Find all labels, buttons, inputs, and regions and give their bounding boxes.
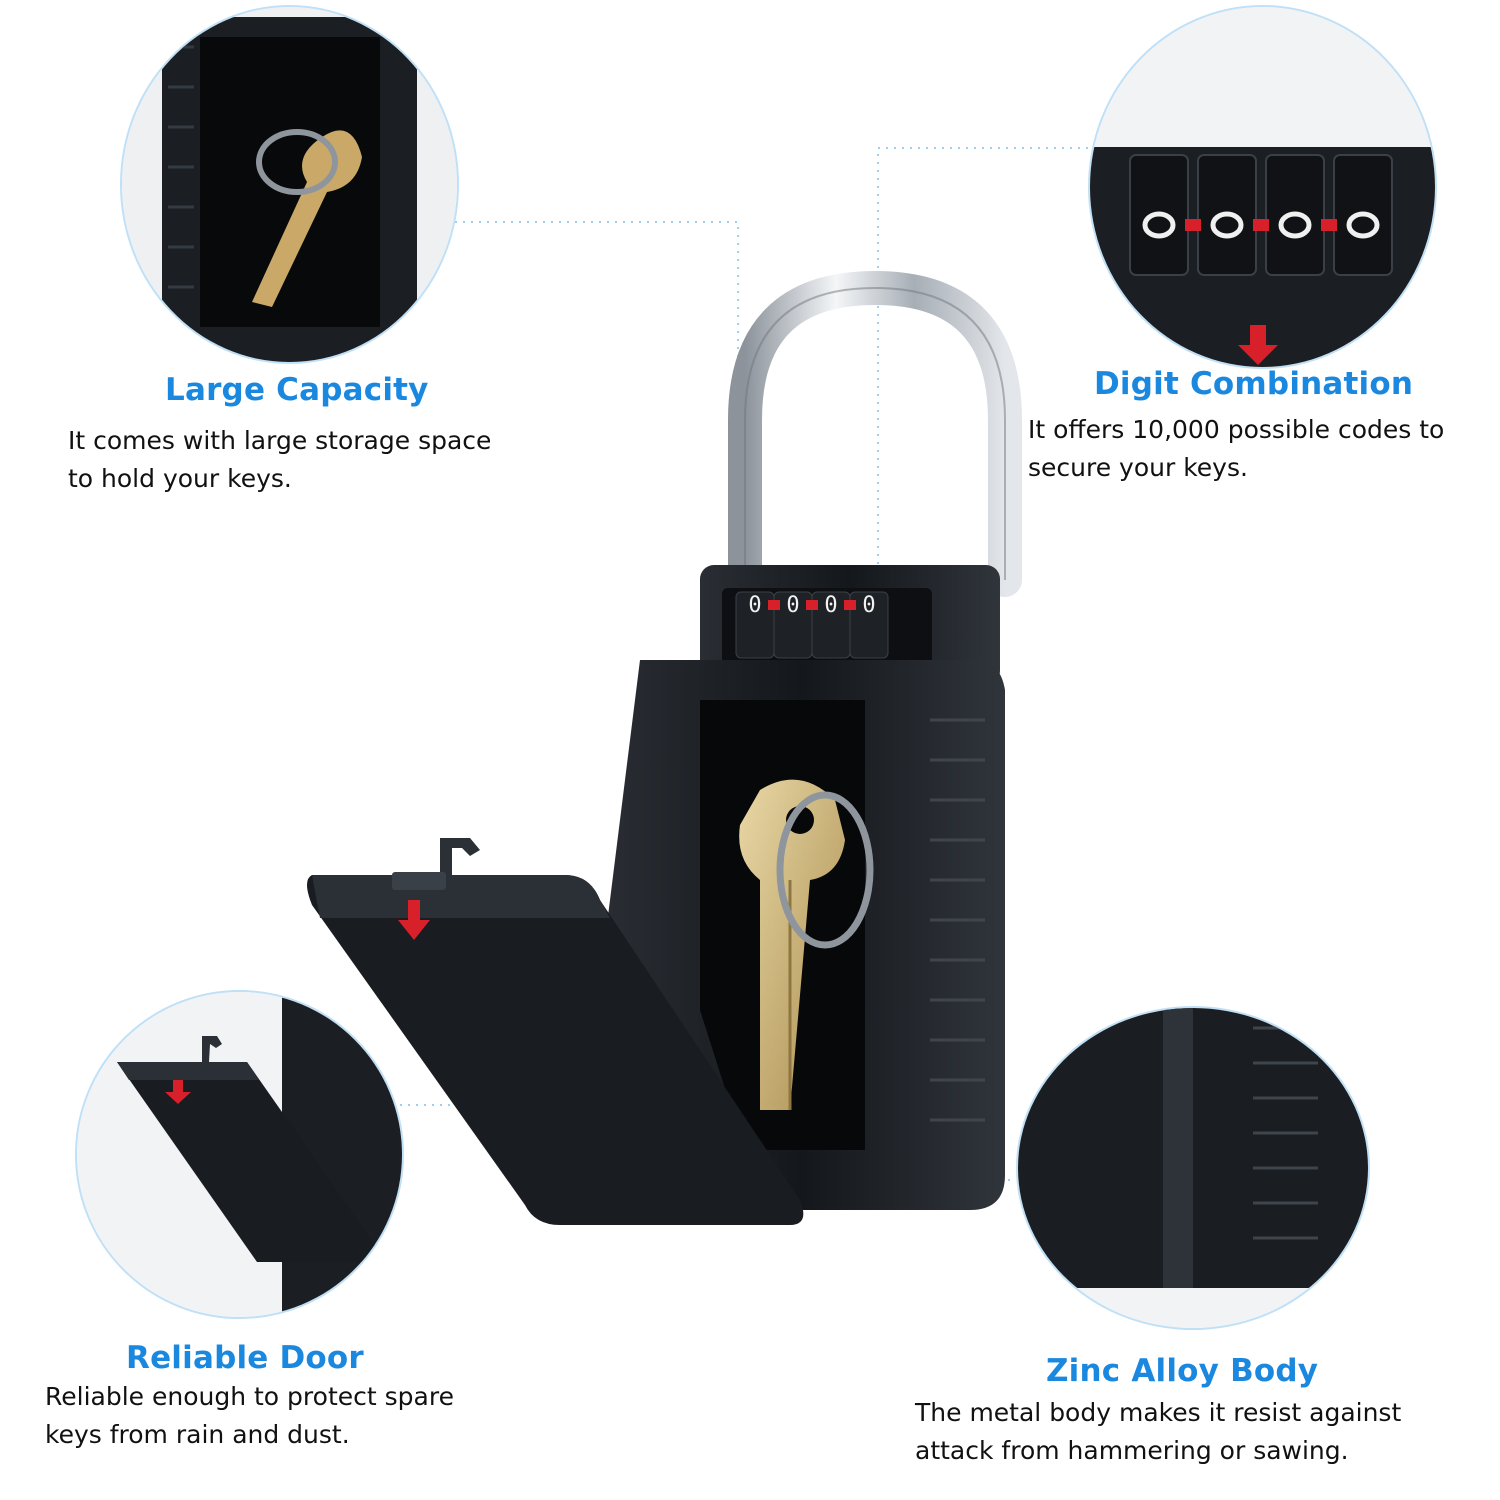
- feature-title-body: Zinc Alloy Body: [1046, 1353, 1319, 1389]
- desc-line: Reliable enough to protect spare: [45, 1382, 454, 1411]
- desc-line: to hold your keys.: [68, 464, 292, 493]
- key-storage-icon: [122, 7, 457, 362]
- dial-digit-2: 0: [786, 593, 799, 618]
- feature-desc-body: The metal body makes it resist against a…: [915, 1394, 1475, 1470]
- metal-body-icon: [1018, 1008, 1368, 1328]
- feature-image-door: [75, 990, 404, 1319]
- feature-desc-door: Reliable enough to protect spare keys fr…: [45, 1378, 515, 1454]
- feature-title-door: Reliable Door: [126, 1340, 364, 1376]
- dial-digit-4: 0: [862, 593, 875, 618]
- shackle: [728, 270, 1022, 607]
- callout-line-combination: [877, 147, 1088, 640]
- feature-title-combination: Digit Combination: [1094, 366, 1414, 402]
- desc-line: attack from hammering or sawing.: [915, 1436, 1349, 1465]
- keys: [739, 779, 874, 1110]
- desc-line: It comes with large storage space: [68, 426, 492, 455]
- feature-desc-capacity: It comes with large storage space to hol…: [68, 422, 538, 498]
- combination-dials: [735, 591, 889, 659]
- feature-image-combination: [1088, 5, 1437, 369]
- door-latch: [440, 838, 480, 880]
- lock-door: [307, 875, 804, 1225]
- feature-title-capacity: Large Capacity: [165, 372, 429, 408]
- door-arrow: [398, 900, 430, 940]
- door-latch-icon: [77, 992, 402, 1317]
- desc-line: keys from rain and dust.: [45, 1420, 350, 1449]
- desc-line: secure your keys.: [1028, 453, 1248, 482]
- feature-image-body: [1016, 1006, 1370, 1330]
- combination-dials-icon: [1090, 7, 1435, 367]
- feature-desc-combination: It offers 10,000 possible codes to secur…: [1028, 411, 1488, 487]
- desc-line: It offers 10,000 possible codes to: [1028, 415, 1445, 444]
- desc-line: The metal body makes it resist against: [915, 1398, 1402, 1427]
- dial-digit-3: 0: [824, 593, 837, 618]
- feature-image-capacity: [120, 5, 459, 364]
- dial-digit-1: 0: [748, 593, 761, 618]
